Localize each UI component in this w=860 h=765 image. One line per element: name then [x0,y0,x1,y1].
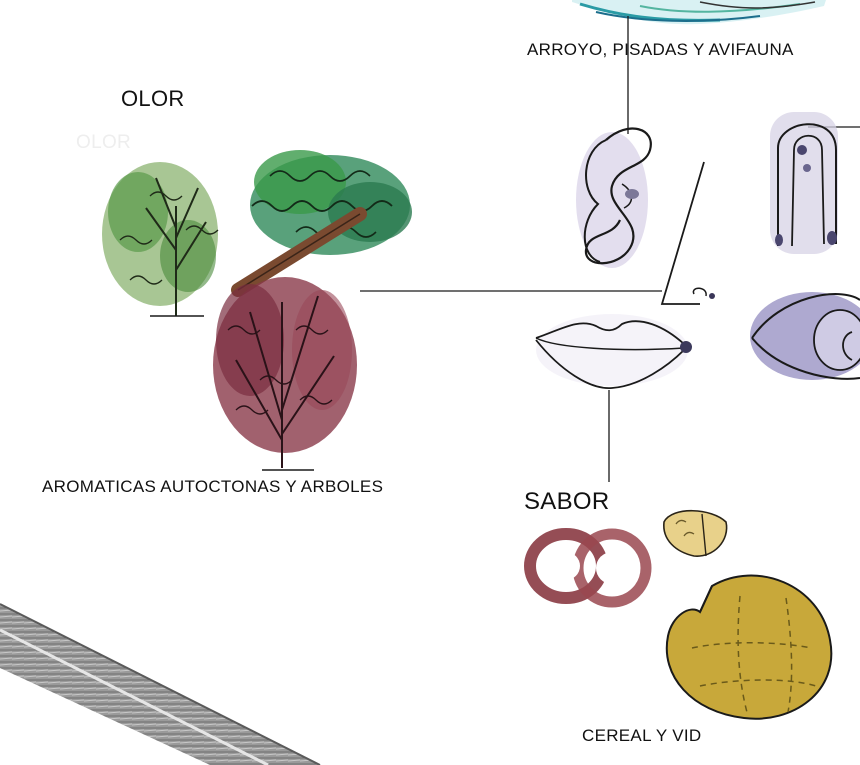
label-aromaticas: AROMATICAS AUTOCTONAS Y ARBOLES [42,477,383,497]
nose-sketch-icon [662,162,715,304]
ear-sketch-icon [576,129,651,268]
green-shrub-icon [102,162,218,316]
label-arroyo: ARROYO, PISADAS Y AVIFAUNA [527,40,794,60]
cereal-grain-icon [664,511,727,556]
label-olor-watermark: OLOR [76,132,131,154]
label-sabor: SABOR [524,488,610,516]
aromatic-shrub-icon [213,277,357,470]
lips-sketch-icon [536,314,692,388]
label-cereal: CEREAL Y VID [582,726,702,746]
eye-sketch-icon [750,292,860,380]
grape-rings-icon [530,534,646,602]
label-olor: OLOR [121,86,185,112]
fingers-sketch-icon [770,112,838,254]
cereal-round-icon [667,576,832,719]
stone-band-icon [0,604,320,765]
water-sketch-icon [572,0,826,24]
tree-icon [238,150,412,290]
